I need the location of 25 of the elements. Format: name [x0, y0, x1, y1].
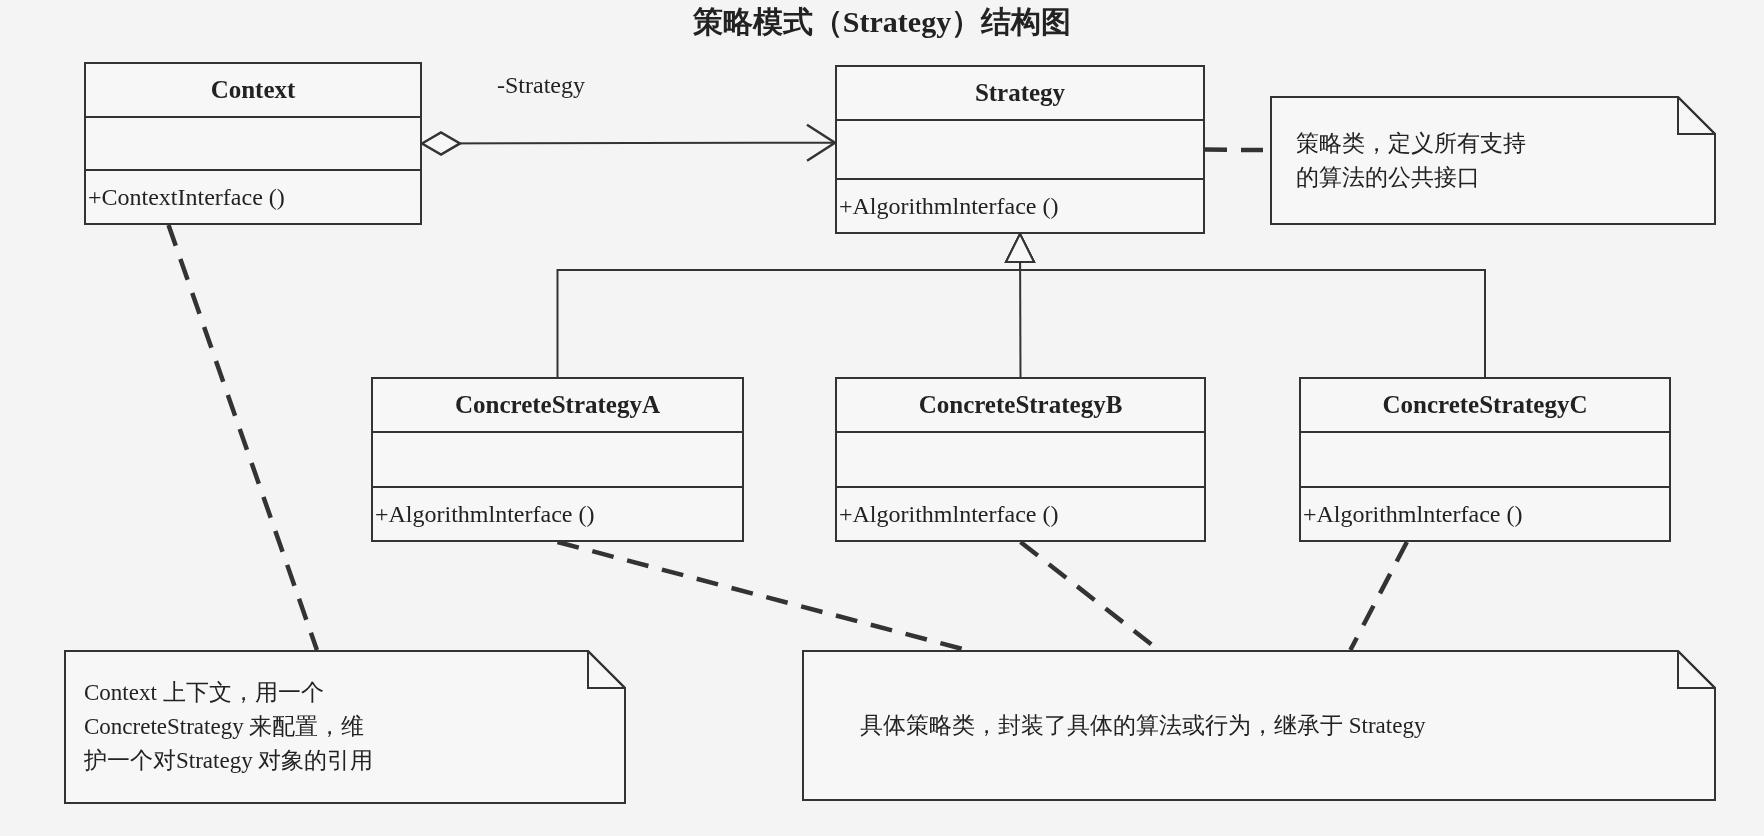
- arrow: [1005, 233, 1486, 378]
- operation-text: +Algorithmlnterface (): [374, 500, 595, 528]
- operation-text: +Algorithmlnterface (): [1302, 500, 1523, 528]
- note-text: 具体策略类，封装了具体的算法或行为，继承于 Strategy: [860, 711, 1427, 740]
- operation-text: +Algorithmlnterface (): [838, 500, 1059, 528]
- class-box: [371, 377, 744, 542]
- title: 策略模式（Strategy）结构图: [692, 4, 1072, 40]
- class-name: ConcreteStrategyB: [918, 391, 1123, 419]
- operation-text: +Algorithmlnterface (): [838, 192, 1059, 220]
- class-box: [835, 377, 1206, 542]
- note-text: 策略类，定义所有支持的算法的公共接口: [1296, 129, 1527, 192]
- class-name: Strategy: [974, 79, 1066, 107]
- class-box: [1299, 377, 1671, 542]
- class-name: ConcreteStrategyC: [1382, 391, 1588, 419]
- dashed-line: [166, 224, 320, 651]
- dashed-line: [1348, 540, 1409, 652]
- operation-text: +ContextInterface (): [87, 183, 285, 211]
- note-box: [64, 650, 626, 804]
- class-box: [835, 65, 1205, 234]
- note-box: [1270, 96, 1716, 225]
- class-box: [84, 62, 422, 225]
- note-box: [802, 650, 1716, 801]
- class-name: ConcreteStrategyA: [455, 391, 660, 419]
- note-text: Context 上下文，用一个ConcreteStrategy 来配置，维护一个对Strategy 对象的引用: [84, 679, 375, 775]
- class-name: Context: [210, 76, 296, 104]
